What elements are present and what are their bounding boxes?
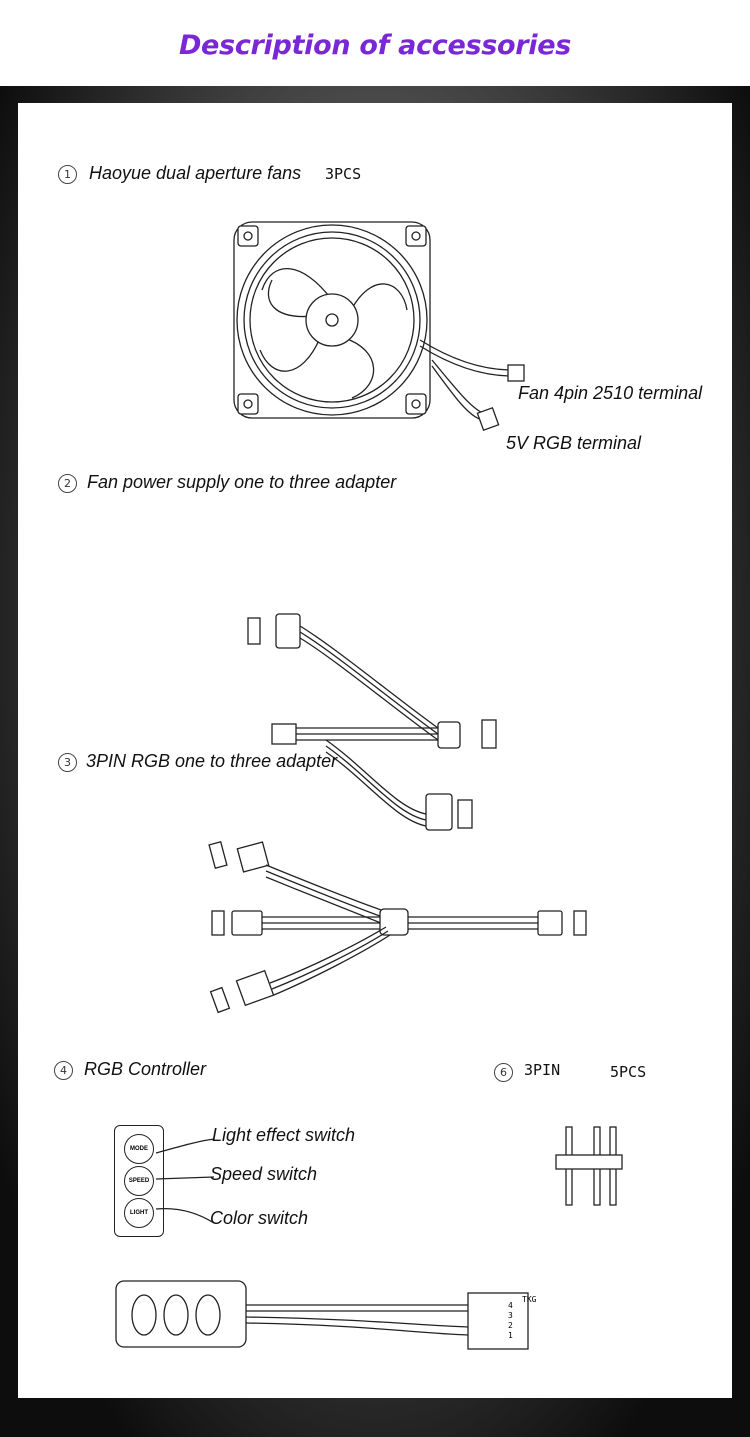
light-button: LIGHT: [124, 1198, 154, 1228]
controller-front-drawing: MODE SPEED LIGHT: [114, 1125, 164, 1237]
page-title: Description of accessories: [178, 30, 572, 61]
pin-3-label: 3: [508, 1311, 513, 1320]
fan-power-adapter-drawing: [247, 613, 497, 831]
item-3-number: 3: [58, 753, 77, 772]
accessories-panel: 1 Haoyue dual aperture fans 3PCS: [18, 103, 732, 1398]
fan-terminal-callout: Fan 4pin 2510 terminal: [518, 383, 703, 403]
light-button-label: LIGHT: [130, 1210, 148, 1216]
item-2-label: Fan power supply one to three adapter: [87, 472, 397, 492]
item-4-label: RGB Controller: [84, 1059, 207, 1079]
plug-pin-labels: TKG 1 2 3 4: [506, 1293, 566, 1353]
item-1-number: 1: [58, 165, 77, 184]
item-4-number: 4: [54, 1061, 73, 1080]
item-3-label: 3PIN RGB one to three adapter: [86, 751, 338, 771]
light-effect-callout: Light effect switch: [212, 1125, 356, 1145]
header: Description of accessories: [0, 0, 750, 86]
item-6-number: 6: [494, 1063, 513, 1082]
item-1-qty: 3PCS: [325, 165, 362, 183]
pin-4-label: 4: [508, 1301, 513, 1310]
mode-button: MODE: [124, 1134, 154, 1164]
speed-button: SPEED: [124, 1166, 154, 1196]
item-6-qty: 5PCS: [610, 1063, 647, 1081]
pin-1-label: 1: [508, 1331, 513, 1340]
controller-callout-lines: [155, 1138, 215, 1224]
item-6-label: 3PIN: [524, 1061, 561, 1079]
rgb-terminal-callout: 5V RGB terminal: [506, 433, 642, 453]
item-1-label: Haoyue dual aperture fans: [89, 163, 302, 183]
pin-2-label: 2: [508, 1321, 513, 1330]
controller-side-drawing: [115, 1280, 529, 1350]
rgb-adapter-drawing: [208, 841, 587, 1014]
fan-drawing: [233, 221, 525, 432]
color-callout: Color switch: [210, 1208, 309, 1228]
pin-header-drawing: [555, 1126, 623, 1206]
mode-button-label: MODE: [130, 1146, 148, 1152]
plug-tag: TKG: [522, 1295, 537, 1304]
speed-callout: Speed switch: [210, 1164, 318, 1184]
speed-button-label: SPEED: [128, 1178, 150, 1184]
item-2-number: 2: [58, 474, 77, 493]
content-frame: 1 Haoyue dual aperture fans 3PCS: [0, 86, 750, 1437]
